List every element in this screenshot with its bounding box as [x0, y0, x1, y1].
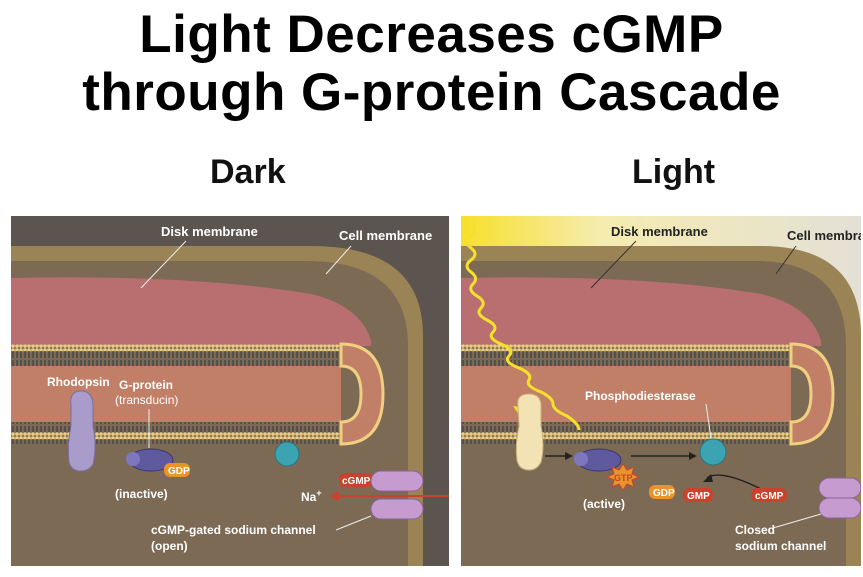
- light-panel: Disk membrane Cell membra GTP GDP (activ…: [461, 216, 861, 566]
- gmp-label: GMP: [687, 491, 710, 502]
- cell-membrane-label: Cell membrane: [339, 228, 432, 243]
- inactive-label: (inactive): [115, 487, 168, 501]
- disk-membrane-label: Disk membrane: [161, 224, 258, 239]
- dark-header: Dark: [210, 153, 286, 192]
- cgmp-label: cGMP: [755, 491, 784, 502]
- channel-label-1: cGMP-gated sodium channel: [151, 523, 316, 537]
- title-line-1: Light Decreases cGMP: [0, 6, 863, 64]
- title-line-2: through G-protein Cascade: [0, 64, 863, 122]
- disk-membrane-upper: [11, 344, 341, 366]
- cgmp-label: cGMP: [342, 476, 371, 487]
- disk-membrane-label: Disk membrane: [611, 224, 708, 239]
- rhodopsin-label: Rhodopsin: [47, 375, 110, 389]
- sodium-channel-top: [371, 471, 423, 491]
- phosphodiesterase-label: Phosphodiesterase: [585, 389, 696, 403]
- closed-channel-top: [819, 478, 861, 498]
- phosphodiesterase-active: [700, 439, 726, 465]
- gdp-label: GDP: [653, 488, 675, 499]
- rhodopsin-activated: [516, 394, 543, 470]
- channel-label-2: (open): [151, 539, 188, 553]
- closed-label-1: Closed: [735, 523, 775, 537]
- active-label: (active): [583, 497, 625, 511]
- dark-panel: Disk membrane Cell membrane Rhodopsin G-…: [11, 216, 449, 566]
- gprotein-label-1: G-protein: [119, 378, 173, 392]
- phosphodiesterase-inactive: [275, 442, 299, 466]
- closed-channel-bottom: [819, 498, 861, 518]
- cell-membrane-label: Cell membra: [787, 228, 861, 243]
- gtp-label: GTP: [614, 473, 633, 483]
- disk-membrane-lower: [461, 422, 791, 444]
- sodium-channel-bottom: [371, 499, 423, 519]
- disk-membrane-lower: [11, 422, 341, 444]
- transducin-subunit: [574, 452, 588, 466]
- closed-label-2: sodium channel: [735, 539, 826, 553]
- gdp-label: GDP: [168, 466, 190, 477]
- light-header: Light: [632, 153, 715, 192]
- transducin-subunit: [126, 452, 140, 466]
- gprotein-label-2: (transducin): [115, 393, 178, 407]
- rhodopsin: [68, 391, 95, 471]
